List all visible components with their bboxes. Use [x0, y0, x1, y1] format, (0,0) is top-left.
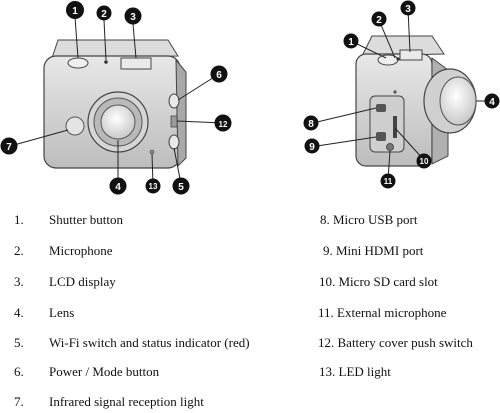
callout-9: 9 [304, 138, 320, 154]
legend-item-12: 12. Battery cover push switch [318, 335, 473, 350]
camera-side-view [355, 35, 477, 167]
svg-text:9: 9 [309, 142, 315, 153]
svg-text:6: 6 [216, 70, 222, 81]
callout-3-side: 3 [400, 0, 416, 16]
callout-2: 2 [96, 5, 112, 21]
callout-4-side: 4 [484, 93, 500, 109]
legend-item-10: 10. Micro SD card slot [319, 274, 438, 289]
svg-text:1: 1 [72, 6, 78, 17]
svg-text:2: 2 [101, 9, 107, 20]
svg-text:1: 1 [348, 37, 354, 48]
svg-text:11: 11 [384, 177, 393, 186]
legend-item-11: 11. External microphone [318, 305, 447, 320]
callout-3: 3 [124, 7, 142, 25]
legend-item-13: 13. LED light [319, 364, 391, 379]
svg-text:2: 2 [376, 15, 382, 26]
callout-12: 12 [214, 114, 232, 132]
legend-item-8: 8. Micro USB port [320, 212, 418, 227]
svg-text:4: 4 [489, 97, 495, 108]
svg-text:10: 10 [420, 157, 429, 166]
callout-2-side: 2 [371, 11, 387, 27]
callout-11: 11 [380, 173, 396, 189]
callout-6: 6 [210, 65, 228, 83]
callout-5: 5 [172, 177, 190, 195]
camera-front-view [43, 39, 187, 169]
callout-10: 10 [416, 153, 432, 169]
callout-13: 13 [145, 178, 161, 194]
svg-text:3: 3 [130, 12, 136, 23]
svg-text:3: 3 [405, 4, 411, 15]
svg-text:7: 7 [6, 142, 12, 153]
svg-text:13: 13 [149, 182, 158, 191]
callout-7: 7 [0, 137, 18, 155]
svg-text:12: 12 [219, 120, 228, 129]
svg-text:8: 8 [308, 119, 314, 130]
callout-4-front: 4 [109, 177, 127, 195]
legend-item-9: 9. Mini HDMI port [323, 243, 424, 258]
svg-text:4: 4 [115, 182, 121, 193]
callout-8: 8 [303, 115, 319, 131]
callout-1-side: 1 [343, 33, 359, 49]
svg-text:5: 5 [178, 182, 184, 193]
callout-1: 1 [66, 1, 84, 19]
